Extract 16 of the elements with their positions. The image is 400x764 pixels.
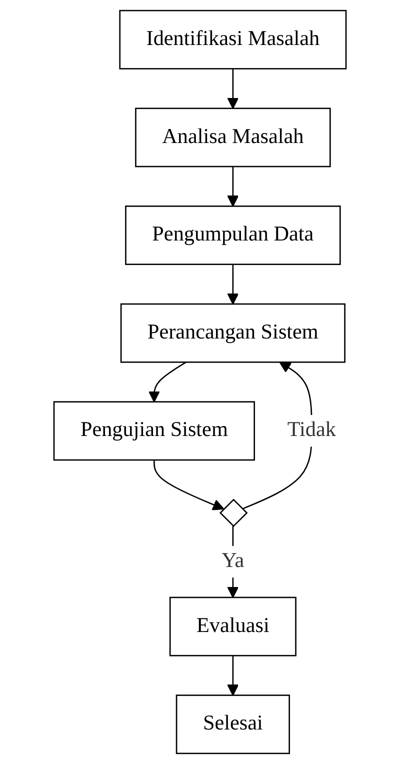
node-box: Evaluasi (169, 596, 296, 656)
node-box: Perancangan Sistem (120, 303, 346, 363)
node-diamond (219, 498, 248, 527)
node-box: Selesai (176, 694, 290, 754)
node-box: Pengumpulan Data (125, 206, 341, 266)
node-box: Analisa Masalah (135, 108, 331, 168)
arrow (227, 68, 239, 109)
arrow (227, 264, 239, 305)
node-box: Pengujian Sistem (53, 401, 255, 461)
node-box: Identifikasi Masalah (119, 10, 347, 70)
arrow (227, 656, 239, 696)
edge-label: Ya (222, 550, 244, 572)
arrow (227, 166, 239, 207)
edge-label: Tidak (287, 419, 336, 442)
arrow (148, 362, 186, 402)
arrow (154, 460, 224, 510)
